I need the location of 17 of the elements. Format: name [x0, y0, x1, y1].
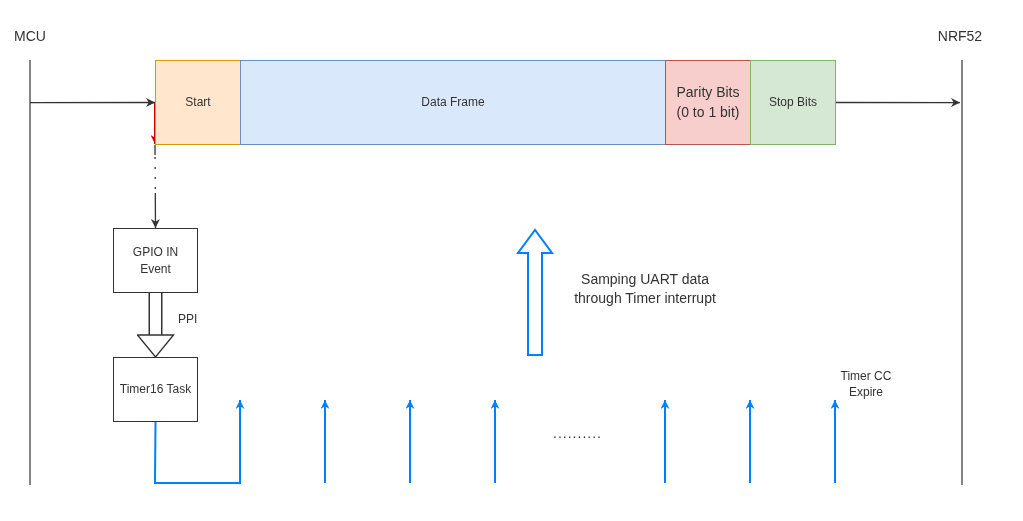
edge-label: PPI — [178, 312, 198, 326]
annotation-text: Timer CC Expire — [839, 368, 893, 401]
lifeline-title: NRF52 — [932, 27, 988, 45]
ellipsis-text: .......... — [552, 424, 603, 443]
process-box: GPIO IN Event — [113, 228, 198, 293]
arrow — [29, 98, 156, 107]
start-bit-box: Start — [155, 60, 241, 145]
process-box: Timer16 Task — [113, 357, 198, 422]
annotation-text: Samping UART data through Timer interrupt — [573, 270, 717, 308]
data-frame-box: Data Frame — [240, 60, 666, 145]
arrow — [835, 98, 961, 108]
lifeline-title: MCU — [8, 27, 52, 45]
block-arrow — [136, 293, 175, 358]
parity-bits-box: Parity Bits (0 to 1 bit) — [665, 60, 751, 145]
arrow — [154, 399, 245, 484]
stop-bits-box: Stop Bits — [750, 60, 836, 145]
arrow — [150, 144, 160, 229]
